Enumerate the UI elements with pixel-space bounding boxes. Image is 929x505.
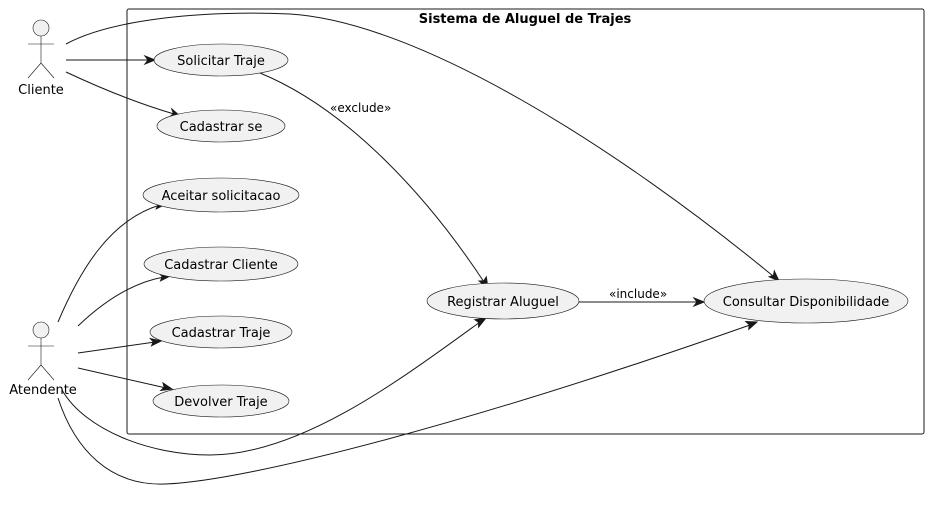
edge-atendente-cadastrar-traje: [77, 337, 163, 354]
include-stereotype-label: «include»: [609, 287, 667, 301]
use-case-label: Aceitar solicitacao: [162, 189, 281, 204]
edge-cliente-consultar-disponibilidade: [65, 12, 781, 282]
use-case-solicitar-traje[interactable]: Solicitar Traje: [153, 43, 289, 77]
actor-atendente[interactable]: Atendente: [9, 321, 77, 398]
stick-figure-icon: [27, 19, 55, 79]
use-case-registrar-aluguel[interactable]: Registrar Aluguel: [426, 282, 580, 320]
use-case-label: Cadastrar Traje: [172, 326, 271, 341]
edge-atendente-registrar-aluguel: [61, 317, 488, 456]
use-case-cadastrar-se[interactable]: Cadastrar se: [156, 109, 286, 143]
use-case-cadastrar-traje[interactable]: Cadastrar Traje: [149, 315, 293, 349]
exclude-stereotype-label: «exclude»: [330, 101, 391, 115]
use-case-aceitar-solicitacao[interactable]: Aceitar solicitacao: [142, 177, 300, 213]
system-title: Sistema de Aluguel de Trajes: [419, 12, 632, 27]
edge-atendente-cadastrar-cliente: [77, 272, 172, 327]
edge-cliente-cadastrar-se: [65, 71, 182, 118]
use-case-label: Registrar Aluguel: [447, 295, 559, 310]
edge-atendente-devolver-traje: [77, 367, 174, 392]
actor-cliente[interactable]: Cliente: [18, 19, 64, 98]
use-case-devolver-traje[interactable]: Devolver Traje: [152, 384, 290, 418]
use-case-label: Solicitar Traje: [177, 54, 265, 69]
use-case-label: Devolver Traje: [174, 395, 267, 410]
use-case-cadastrar-cliente[interactable]: Cadastrar Cliente: [143, 246, 299, 282]
relations: [57, 12, 781, 485]
actor-label: Cliente: [18, 83, 64, 98]
use-case-label: Cadastrar Cliente: [164, 258, 278, 273]
edge-registrar-aluguel-consultar-disponibilidade: [578, 296, 706, 308]
use-case-label: Consultar Disponibilidade: [723, 295, 889, 310]
stick-figure-icon: [27, 321, 55, 381]
use-case-label: Cadastrar se: [180, 120, 263, 135]
edge-cliente-solicitar-traje: [66, 54, 157, 66]
use-case-consultar-disponibilidade[interactable]: Consultar Disponibilidade: [703, 278, 909, 324]
edge-atendente-consultar-disponibilidade: [57, 321, 759, 485]
actor-label: Atendente: [9, 383, 77, 398]
